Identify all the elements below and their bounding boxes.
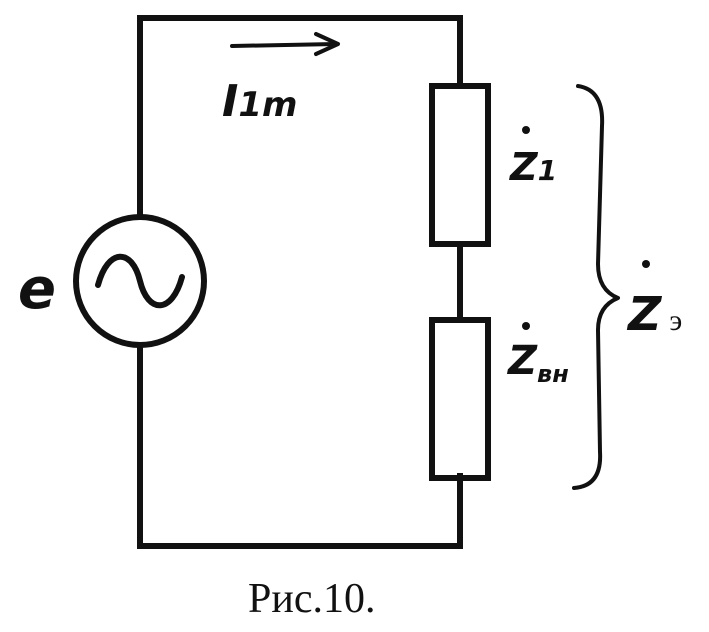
current-sub-label: 1m xyxy=(238,85,297,125)
right-brace-icon xyxy=(572,84,620,490)
z1-dot xyxy=(522,126,530,134)
figure-caption: Рис.10. xyxy=(248,576,375,622)
left-lower-wire xyxy=(137,343,463,549)
loop-wires xyxy=(137,15,463,549)
z1-sub-label: 1 xyxy=(538,154,557,187)
current-main-label: I xyxy=(222,76,238,127)
source-emf-label: e xyxy=(18,257,56,322)
current-label: I1m xyxy=(222,76,297,127)
ze-sub-label: э xyxy=(669,304,682,337)
ac-source xyxy=(73,214,207,348)
zvn-sub-label: вн xyxy=(537,360,569,388)
ac-source-circle xyxy=(73,214,207,348)
ze-main-label: Z xyxy=(626,287,663,341)
resistor-zvn xyxy=(429,317,491,481)
zvn-main-label: Z xyxy=(506,338,538,384)
ze-dot xyxy=(642,260,650,268)
left-upper-wire xyxy=(137,15,463,219)
resistor-z1 xyxy=(429,83,491,247)
z1-label: Z1 xyxy=(509,145,557,189)
zvn-dot xyxy=(522,322,530,330)
zvn-label: Zвн xyxy=(506,338,569,388)
z1-main-label: Z xyxy=(509,145,539,189)
arrow-right-icon xyxy=(230,32,340,56)
ac-source-icon xyxy=(95,253,185,309)
